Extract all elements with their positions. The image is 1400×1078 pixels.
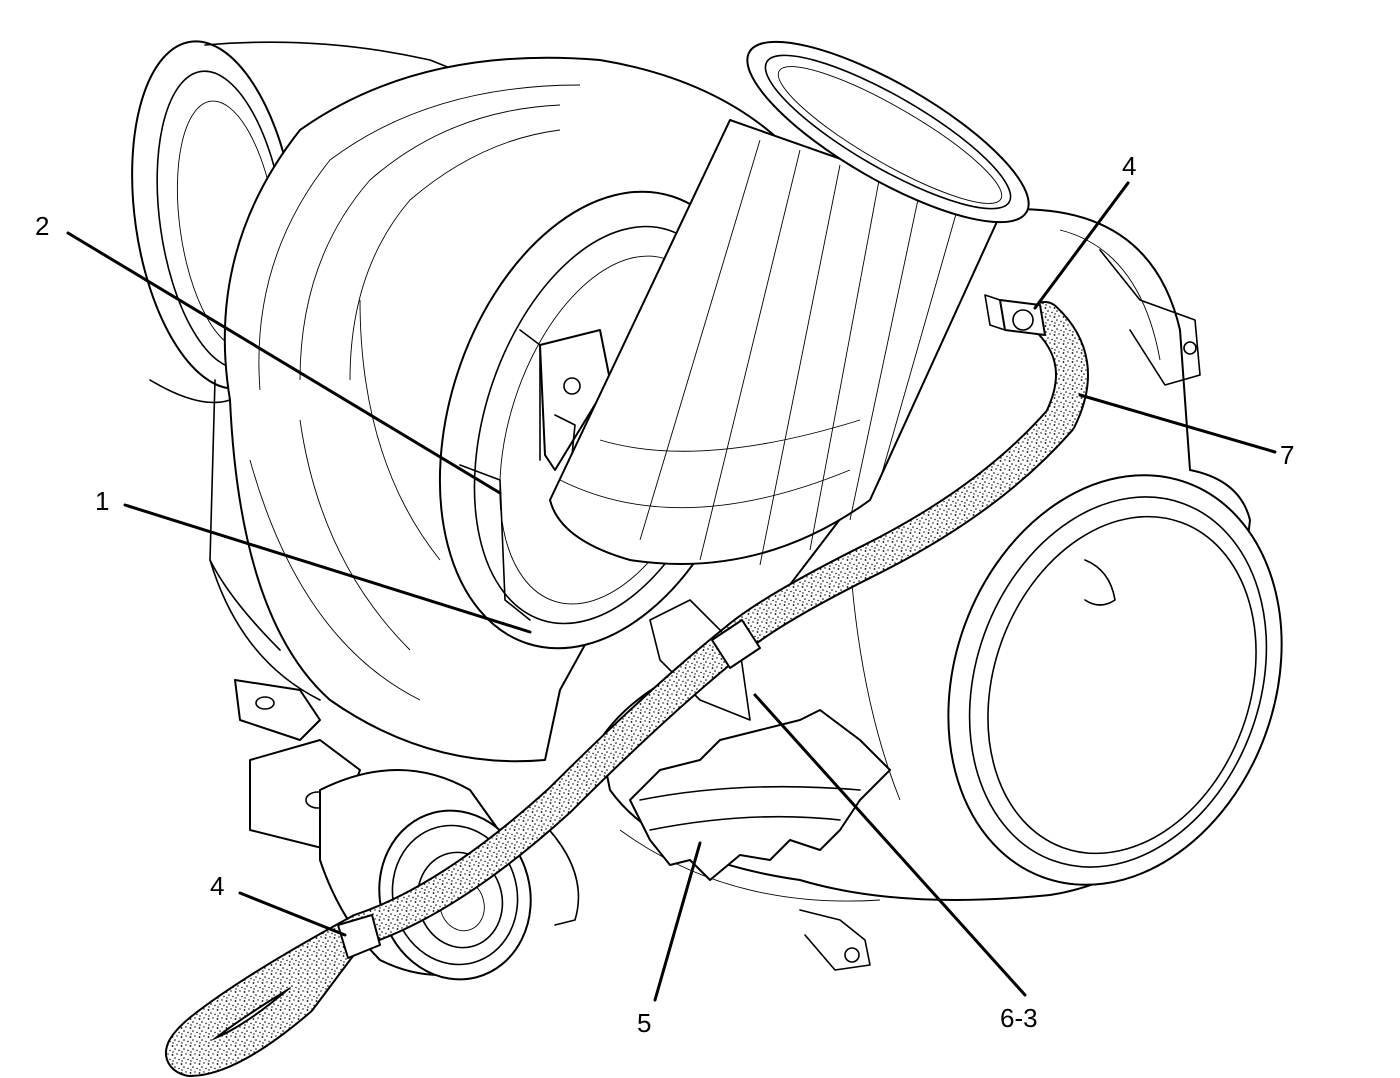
callout-4-upper: 4 xyxy=(1122,151,1136,181)
callout-labels: 1 2 4 4 5 6-3 7 xyxy=(35,151,1294,1038)
callout-2: 2 xyxy=(35,211,49,241)
callout-4-lower: 4 xyxy=(210,871,224,901)
leader-lines xyxy=(66,181,1277,1002)
hose-clamp-lower xyxy=(337,914,381,959)
leader-2 xyxy=(66,231,502,495)
leader-5 xyxy=(653,841,702,1002)
leader-7 xyxy=(1078,393,1277,454)
callout-6-3: 6-3 xyxy=(1000,1003,1038,1033)
leader-1 xyxy=(123,503,532,634)
callout-7: 7 xyxy=(1280,440,1294,470)
callout-5: 5 xyxy=(637,1008,651,1038)
mounting-bracket xyxy=(539,329,611,471)
cutaway-section xyxy=(629,599,891,881)
leader-4-upper xyxy=(1033,181,1130,310)
oil-drain-hose xyxy=(165,301,1089,1077)
compressor-inlet-tube xyxy=(549,40,1030,566)
leader-6-3 xyxy=(753,693,1027,997)
leader-4-lower xyxy=(238,891,347,937)
hose-coupler xyxy=(711,619,761,669)
compressor-outlet xyxy=(947,474,1283,886)
callout-1: 1 xyxy=(95,486,109,516)
